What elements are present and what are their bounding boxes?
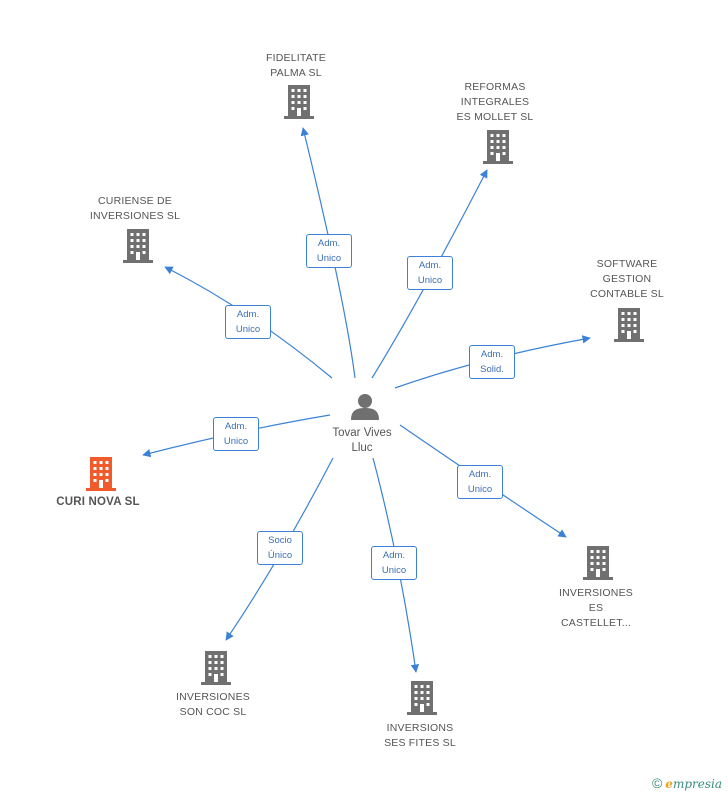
company-label-line: REFORMAS — [464, 81, 526, 93]
building-icon[interactable] — [614, 308, 644, 342]
relation-tag-line: Adm. — [317, 238, 341, 249]
relation-tag-line: Unico — [417, 275, 443, 286]
relation-tag-line: Socio — [268, 535, 292, 546]
company-label-line: INVERSIONES — [176, 691, 250, 703]
company-label-curiense[interactable]: CURIENSE DE INVERSIONES SL — [90, 194, 180, 224]
empresia-watermark: ©empresia — [652, 775, 722, 791]
relation-tag-line: Unico — [316, 253, 342, 264]
company-label-fidelitate[interactable]: FIDELITATE PALMA SL — [266, 51, 326, 81]
relation-tag-line: Unico — [467, 484, 493, 495]
relation-tag-line: Unico — [381, 565, 407, 576]
company-label-line: INVERSIONES SL — [89, 210, 181, 222]
company-label-line: CASTELLET... — [560, 617, 632, 629]
relation-tag-line: Adm. — [468, 469, 492, 480]
center-person-name[interactable]: Tovar Vives Lluc — [332, 426, 391, 456]
relation-tag-line: Adm. — [418, 260, 442, 271]
relation-tag-line: Adm. — [236, 309, 260, 320]
company-label-curinova[interactable]: CURI NOVA SL — [56, 495, 140, 510]
brand-initial: e — [665, 777, 673, 791]
relation-tag-line: Unico — [223, 436, 249, 447]
relation-tag-reformas[interactable]: Adm. Unico — [407, 256, 453, 290]
company-label-line: GESTION — [602, 273, 652, 285]
company-label-line: ES — [588, 602, 604, 614]
building-icon[interactable] — [86, 457, 116, 491]
building-icon[interactable] — [284, 85, 314, 119]
company-label-line: PALMA SL — [270, 67, 322, 79]
relation-tag-curinova[interactable]: Adm. Unico — [213, 417, 259, 451]
building-icon[interactable] — [201, 651, 231, 685]
relation-tag-fidelitate[interactable]: Adm. Unico — [306, 234, 352, 268]
relation-tag-line: Solid. — [480, 364, 504, 375]
company-label-line: CONTABLE SL — [590, 288, 664, 300]
relation-tag-software[interactable]: Adm. Solid. — [469, 345, 515, 379]
edge-fidelitate — [300, 127, 356, 379]
company-label-line: SON COC SL — [179, 706, 247, 718]
brand-name: mpresia — [672, 777, 722, 791]
relation-tag-line: Adm. — [224, 421, 248, 432]
company-label-line: CURIENSE DE — [98, 195, 172, 207]
relation-tag-castellet[interactable]: Adm. Unico — [457, 465, 503, 499]
relation-tag-line: Adm. — [480, 349, 504, 360]
center-name-line-1: Tovar Vives — [332, 427, 392, 439]
company-label-line: FIDELITATE — [266, 52, 326, 64]
company-label-castellet[interactable]: INVERSIONES ES CASTELLET... — [559, 586, 633, 631]
company-label-software[interactable]: SOFTWARE GESTION CONTABLE SL — [590, 257, 664, 302]
building-icon[interactable] — [583, 546, 613, 580]
building-icon[interactable] — [483, 130, 513, 164]
company-label-line: INTEGRALES — [460, 96, 530, 108]
center-name-line-2: Lluc — [351, 442, 373, 454]
building-icon[interactable] — [123, 229, 153, 263]
company-label-line: INVERSIONES — [559, 587, 633, 599]
building-icon[interactable] — [407, 681, 437, 715]
company-label-line: INVERSIONS — [386, 722, 454, 734]
company-label-sesfites[interactable]: INVERSIONS SES FITES SL — [384, 721, 456, 751]
relation-tag-sesfites[interactable]: Adm. Unico — [371, 546, 417, 580]
relation-tag-curiense[interactable]: Adm. Unico — [225, 305, 271, 339]
relation-tag-line: Único — [267, 550, 293, 561]
company-label-soncoc[interactable]: INVERSIONES SON COC SL — [176, 690, 250, 720]
company-label-line: SOFTWARE — [596, 258, 658, 270]
company-label-reformas[interactable]: REFORMAS INTEGRALES ES MOLLET SL — [457, 80, 534, 125]
relation-tag-line: Unico — [235, 324, 261, 335]
company-label-line: CURI NOVA SL — [56, 496, 140, 508]
company-label-line: ES MOLLET SL — [456, 111, 534, 123]
relation-tag-line: Adm. — [382, 550, 406, 561]
copyright-symbol: © — [651, 775, 663, 791]
person-icon — [351, 394, 379, 420]
company-label-line: SES FITES SL — [384, 737, 456, 749]
